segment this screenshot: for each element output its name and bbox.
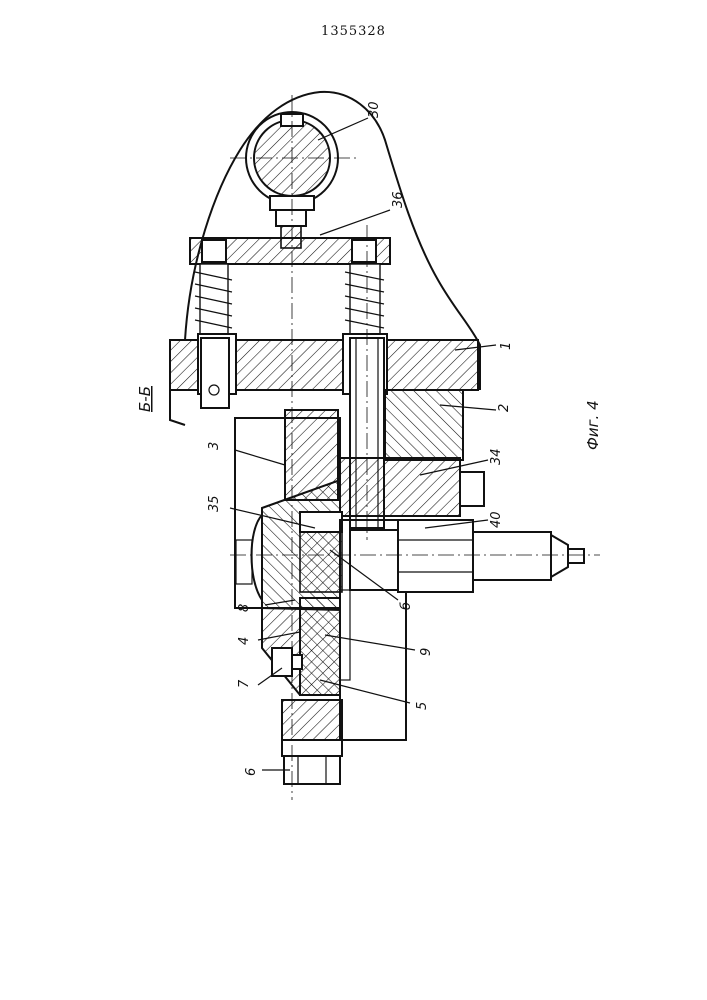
figure-caption: Фиг. 4 <box>584 400 602 450</box>
callout-8: 8 <box>237 604 252 612</box>
callout-36: 36 <box>391 191 406 208</box>
spring-left <box>195 264 232 338</box>
tool-holder-40 <box>350 520 584 592</box>
callout-1: 1 <box>499 342 514 350</box>
pin-left <box>201 338 229 408</box>
callout-3: 3 <box>207 442 222 450</box>
callout-7: 7 <box>237 679 252 688</box>
callout-35: 35 <box>207 495 222 512</box>
callout-34: 34 <box>489 448 504 465</box>
plate-36 <box>190 238 390 264</box>
callout-30: 30 <box>367 101 382 118</box>
section-label: Б-Б <box>136 386 154 412</box>
wedge-assembly <box>235 410 342 610</box>
callout-2: 2 <box>497 404 512 412</box>
callout-40: 40 <box>489 511 504 528</box>
callout-4: 4 <box>237 637 252 645</box>
block-34 <box>340 458 460 516</box>
bolt-6 <box>282 700 342 784</box>
spring-right <box>345 264 384 338</box>
callout-5: 5 <box>415 702 430 710</box>
block-2 <box>385 390 463 460</box>
nut-34 <box>460 472 484 506</box>
callout-9: 9 <box>419 648 434 656</box>
callout-b: б <box>399 602 414 610</box>
callout-6: 6 <box>244 768 259 776</box>
